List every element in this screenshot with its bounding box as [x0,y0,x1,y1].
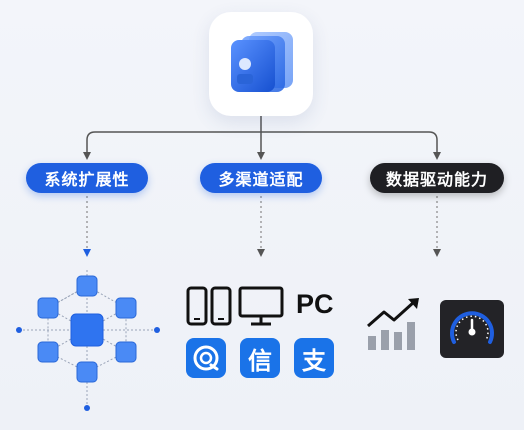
network-scalability-diagram [16,270,160,411]
arrowhead-left [83,152,91,160]
qq-browser-icon [186,338,226,378]
speedometer-tile [440,300,504,358]
network-endpoint-right [154,327,160,333]
speedometer-icon [450,311,494,344]
dotted-arrowhead-right [433,249,441,257]
mobile-phones-icon [186,286,232,326]
dotted-arrowhead-center [257,249,265,257]
network-node-upper-left [37,297,59,319]
network-node-bottom [76,361,98,383]
branch-pill-scalability: 系统扩展性 [26,163,148,193]
arrowhead-right [433,152,441,160]
tree-connector [86,116,438,156]
monitor-icon [238,286,284,326]
xin-app-glyph: 信 [248,346,272,375]
network-node-top [76,275,98,297]
network-endpoint-bottom [84,405,90,411]
growth-chart-icon [367,298,419,350]
branch-pill-multichannel: 多渠道适配 [200,163,322,193]
pc-label: PC [296,289,334,319]
network-node-lower-left [37,341,59,363]
network-node-upper-right [115,297,137,319]
network-endpoint-left [16,327,22,333]
dotted-arrowhead-left [83,249,91,257]
xin-app-icon: 信 [240,338,280,378]
network-node-lower-right [115,341,137,363]
layered-stack-icon [231,32,293,92]
product-logo [209,12,313,116]
zhi-app-glyph: 支 [302,346,326,375]
branch-pill-data-driven: 数据驱动能力 [370,163,504,193]
zhi-app-icon: 支 [294,338,334,378]
network-node-center [70,313,104,347]
arrowhead-center [257,152,265,160]
